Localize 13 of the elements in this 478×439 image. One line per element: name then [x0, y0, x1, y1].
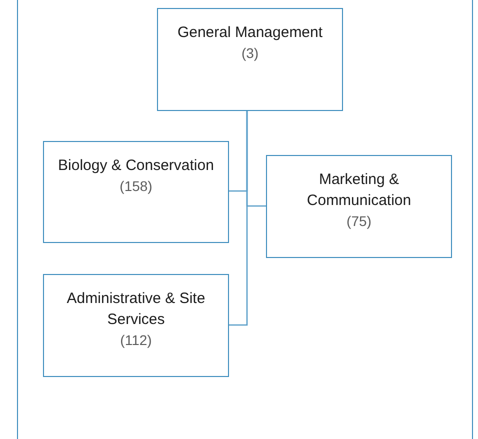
- unit-name: Administrative & Site Services: [66, 289, 206, 330]
- unit-name: Biology & Conservation: [57, 156, 215, 176]
- staff-count: (158): [120, 177, 152, 196]
- unit-name: Marketing & Communication: [306, 170, 412, 211]
- org-unit-box: [43, 274, 229, 377]
- staff-count: (75): [346, 212, 372, 231]
- org-unit-box: [266, 155, 452, 258]
- org-unit-box: [43, 141, 229, 243]
- staff-count: (3): [241, 44, 259, 63]
- staff-count: (112): [120, 331, 152, 350]
- connector-line: [229, 111, 248, 326]
- unit-name: General Management: [176, 23, 324, 43]
- org-unit-box: [157, 8, 343, 111]
